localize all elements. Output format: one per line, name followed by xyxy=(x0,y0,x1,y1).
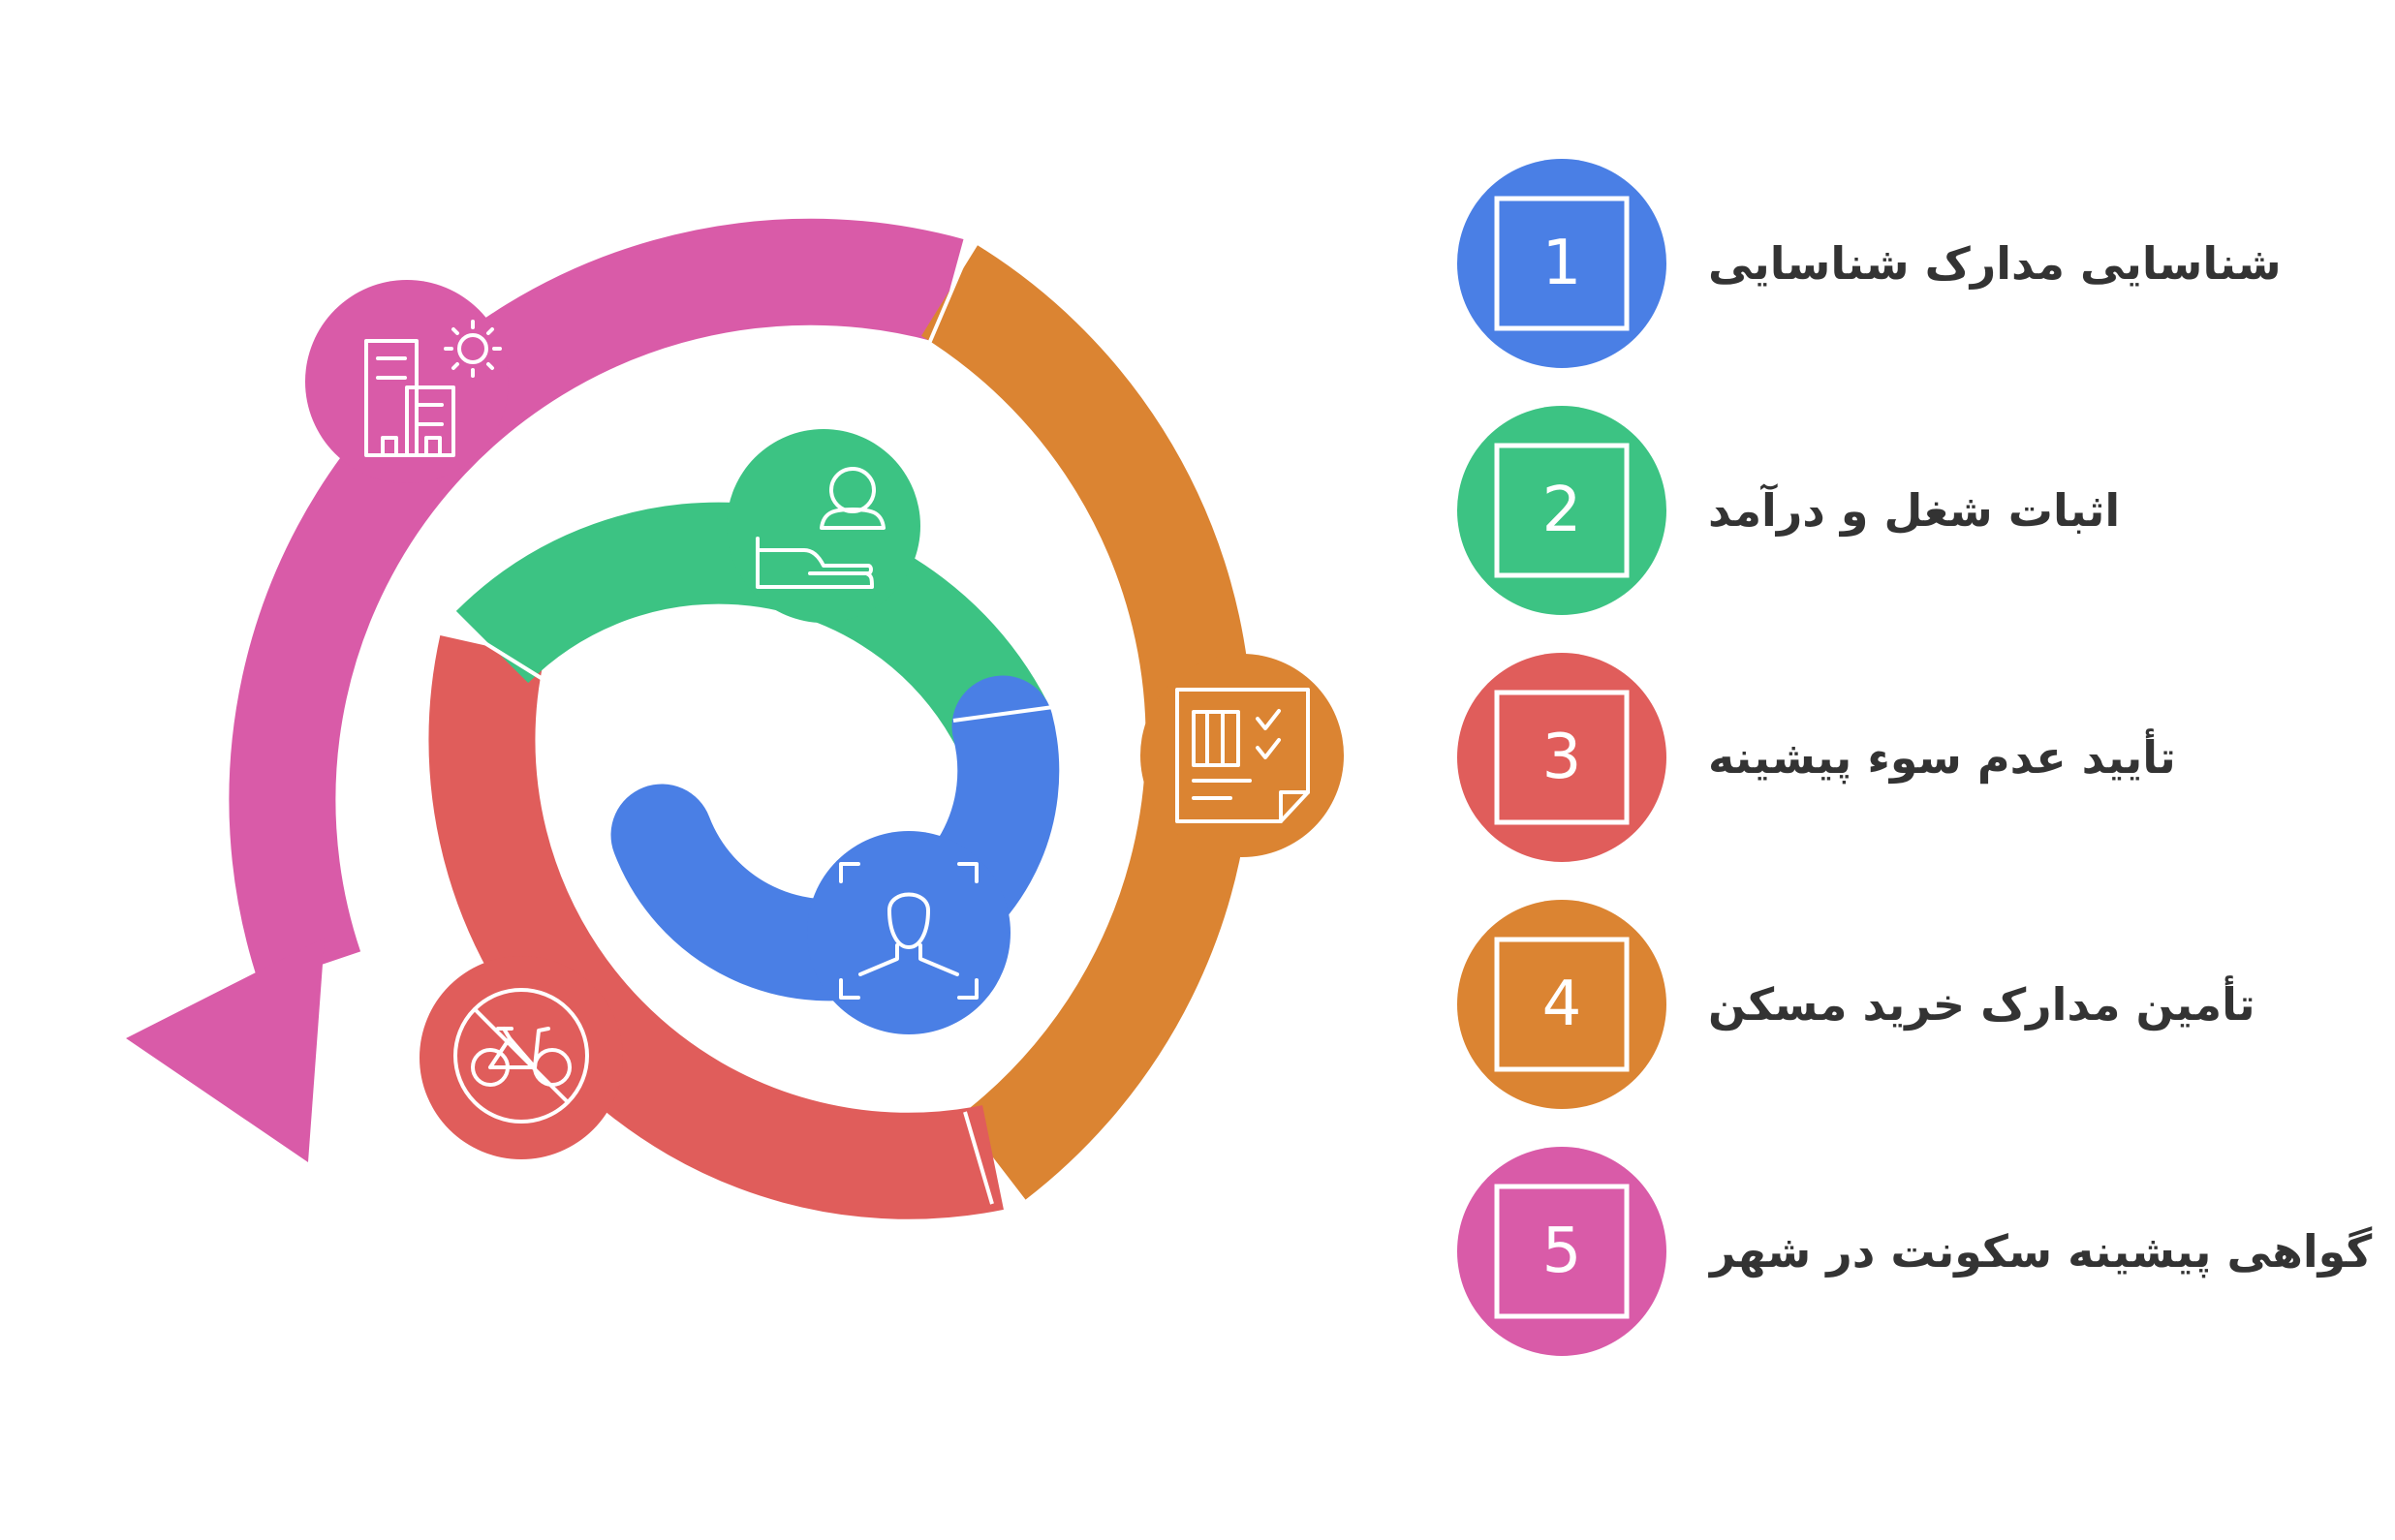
step-label: تأمین مدارک خرید مسکن xyxy=(1708,975,2255,1031)
step-badge-5 xyxy=(1457,1147,1666,1356)
step-label: اثبات شغل و درآمد xyxy=(1708,483,2120,537)
spiral-node-3 xyxy=(420,956,623,1159)
spiral-node-5 xyxy=(305,280,509,483)
step-badge-2 xyxy=(1457,406,1666,615)
step-number-box xyxy=(1494,937,1630,1072)
step-number-box xyxy=(1494,1184,1630,1319)
step-number: 4 xyxy=(1542,969,1582,1040)
step-label: شناسایی مدارک شناسایی xyxy=(1708,237,2282,290)
step-number: 1 xyxy=(1542,228,1582,299)
face-scan-icon xyxy=(839,862,979,1000)
legend-item-1: 1 شناسایی مدارک شناسایی xyxy=(1457,159,2282,368)
step-label: تأیید عدم سوء پیشینه xyxy=(1708,728,2176,785)
legend: 1 شناسایی مدارک شناسایی 2 اثبات شغل و در… xyxy=(1457,159,2373,1356)
spiral-node-2 xyxy=(727,429,920,623)
step-number: 5 xyxy=(1542,1216,1582,1287)
document-checklist-icon xyxy=(1175,688,1310,823)
step-number-box xyxy=(1494,443,1630,578)
step-number-box xyxy=(1494,196,1630,331)
spiral-node-1 xyxy=(807,831,1011,1034)
legend-item-4: 4 تأمین مدارک خرید مسکن xyxy=(1457,900,2255,1109)
step-badge-1 xyxy=(1457,159,1666,368)
person-hand-icon xyxy=(756,467,886,589)
arrow-head xyxy=(126,938,325,1162)
legend-item-2: 2 اثبات شغل و درآمد xyxy=(1457,406,2120,615)
segment-separators xyxy=(453,265,1054,1205)
step-label: گواهی پیشینه سکونت در شهر xyxy=(1708,1225,2373,1278)
legend-item-3: 3 تأیید عدم سوء پیشینه xyxy=(1457,653,2176,862)
no-bicycle-icon xyxy=(453,988,589,1124)
step-badge-3 xyxy=(1457,653,1666,862)
spiral-node-4 xyxy=(1140,654,1344,857)
legend-item-5: 5 گواهی پیشینه سکونت در شهر xyxy=(1457,1147,2373,1356)
buildings-sun-icon xyxy=(364,320,502,457)
step-number: 2 xyxy=(1542,475,1582,546)
step-badge-4 xyxy=(1457,900,1666,1109)
step-number-box xyxy=(1494,690,1630,825)
step-number: 3 xyxy=(1542,722,1582,793)
